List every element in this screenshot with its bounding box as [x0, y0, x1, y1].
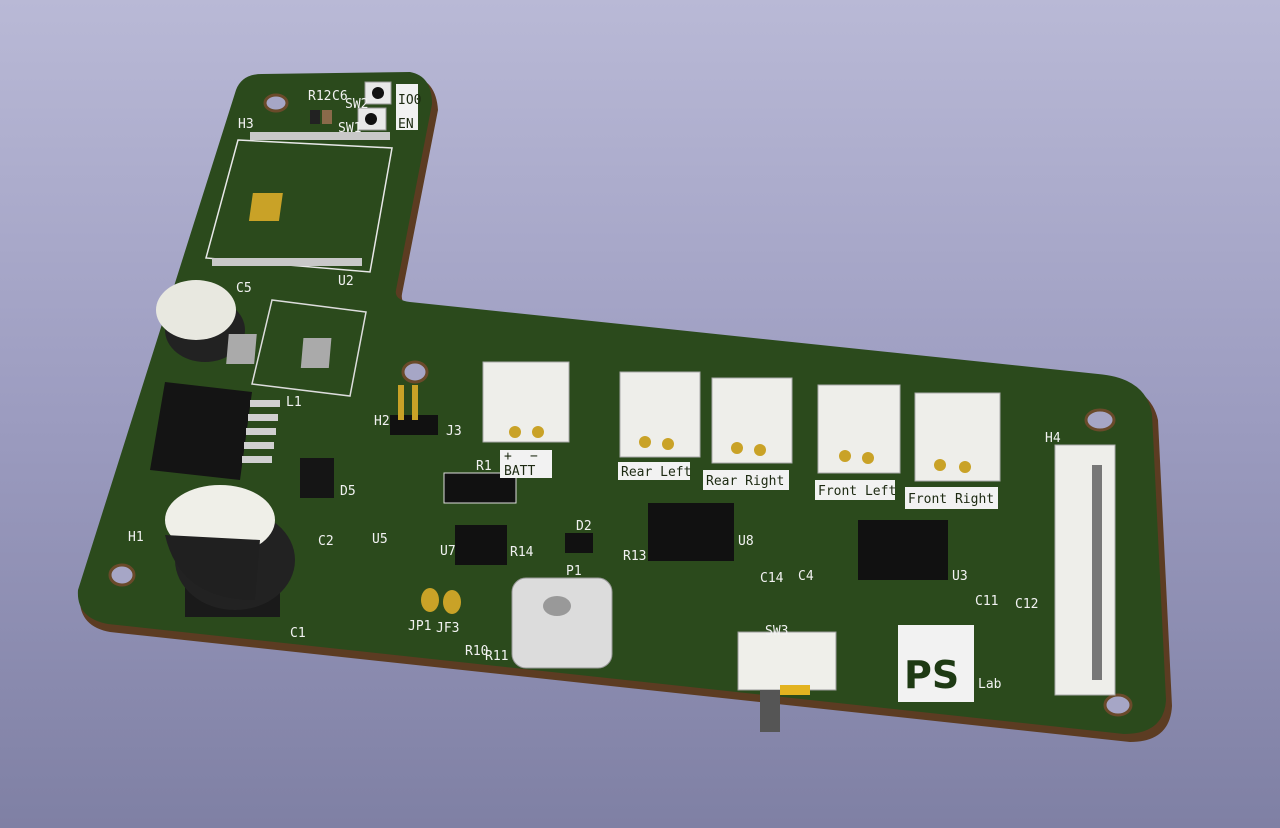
label-jf3: JF3: [436, 621, 459, 636]
label-io0: IO0: [398, 93, 421, 108]
diode-d2: [565, 533, 593, 553]
label-j3: J3: [446, 424, 462, 439]
label-sw1: SW1: [338, 121, 361, 136]
label-d2: D2: [576, 519, 592, 534]
label-c1: C1: [290, 626, 306, 641]
label-c4: C4: [798, 569, 814, 584]
label-u5: U5: [372, 532, 388, 547]
label-h3: H3: [238, 117, 254, 132]
label-h4: H4: [1045, 431, 1061, 446]
inductor-l1-outline: [251, 299, 367, 397]
label-rear-left: Rear Left: [621, 465, 691, 480]
label-sw3: SW3: [765, 624, 788, 639]
label-c5: C5: [236, 281, 252, 296]
silkscreen-labels: H3 R12 C6 SW2 SW1 EN IO0 U2 C5 L1 H2 J3 …: [128, 84, 1061, 664]
batt-plus: +: [504, 449, 512, 464]
esp-module-u2: [205, 132, 393, 273]
label-h1: H1: [128, 530, 144, 545]
label-u3: U3: [952, 569, 968, 584]
usb-c-port-p1[interactable]: [511, 577, 613, 669]
label-sw2: SW2: [345, 97, 368, 112]
connector-rear-right: [711, 377, 793, 464]
label-c14: C14: [760, 571, 784, 586]
label-r11: R11: [485, 649, 508, 664]
connector-rear-left: [619, 371, 701, 458]
label-c11: C11: [975, 594, 998, 609]
mounting-hole-br: [1103, 693, 1133, 717]
label-front-left: Front Left: [818, 484, 896, 499]
slide-switch-sw3[interactable]: [737, 631, 837, 691]
label-c6: C6: [332, 89, 348, 104]
connector-front-left: [817, 384, 901, 474]
label-batt: BATT: [504, 464, 535, 479]
label-rear-right: Rear Right: [706, 474, 784, 489]
pslab-logo-box: [898, 625, 974, 702]
label-u2: U2: [338, 274, 354, 289]
label-p1: P1: [566, 564, 582, 579]
voltage-regulator: [150, 382, 280, 480]
ic-u3: [858, 520, 948, 580]
connector-h4: [1054, 444, 1116, 696]
capacitor-large: [165, 485, 295, 617]
jumper-jf3: [443, 590, 461, 614]
jumper-jp1: [421, 588, 439, 612]
label-r10: R10: [465, 644, 488, 659]
diode-d5: [300, 458, 334, 498]
label-u7: U7: [440, 544, 456, 559]
label-u8: U8: [738, 534, 754, 549]
label-r1: R1: [476, 459, 492, 474]
label-c12: C12: [1015, 597, 1038, 612]
label-l1: L1: [286, 395, 302, 410]
ic-u7: [455, 525, 507, 565]
slide-switch-lever[interactable]: [760, 690, 780, 732]
logo-lab: Lab: [978, 677, 1002, 692]
mounting-hole-h1: [108, 563, 136, 587]
label-d5: D5: [340, 484, 356, 499]
label-r14: R14: [510, 545, 534, 560]
capacitor-c3: [156, 280, 245, 362]
mounting-hole-h4: [1084, 408, 1116, 432]
label-h2: H2: [374, 414, 390, 429]
mounting-hole-h2: [401, 360, 429, 384]
ic-u8: [648, 503, 734, 561]
label-r13: R13: [623, 549, 646, 564]
label-front-right: Front Right: [908, 492, 994, 507]
label-r12: R12: [308, 89, 331, 104]
connector-batt: [482, 361, 570, 443]
logo-ps: PS: [904, 653, 959, 697]
batt-minus: −: [530, 449, 538, 464]
label-c2: C2: [318, 534, 334, 549]
mounting-hole-h3: [263, 93, 289, 113]
label-jp1: JP1: [408, 619, 431, 634]
label-en: EN: [398, 117, 414, 132]
connector-front-right: [914, 392, 1001, 482]
